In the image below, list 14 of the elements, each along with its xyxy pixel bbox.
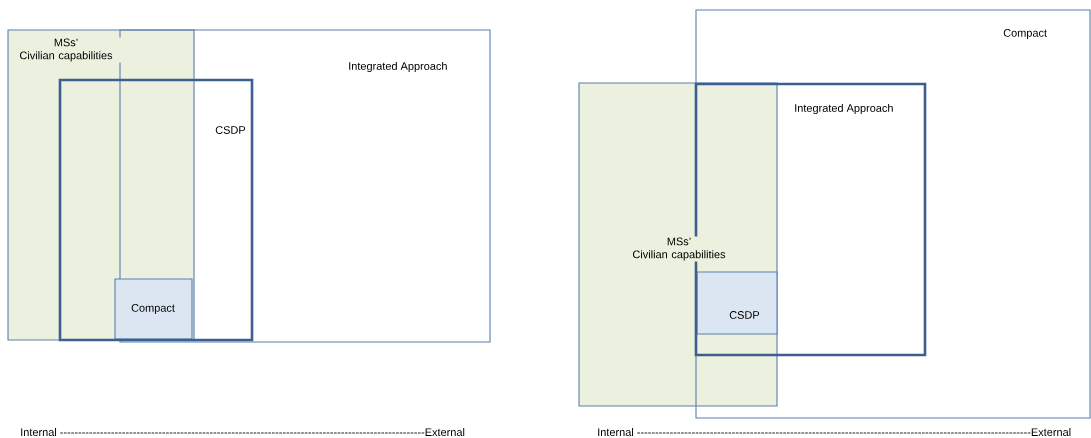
box-label: MSs’ Civilian capabilities bbox=[622, 236, 736, 262]
box bbox=[119, 29, 491, 343]
box-label: Compact bbox=[130, 303, 176, 315]
axis-label: Internal ------------------------------------------------------------------------------------------------------------External bbox=[598, 427, 1071, 436]
box-label: Integrated Approach bbox=[347, 60, 449, 74]
box bbox=[696, 271, 778, 335]
box-label: CSDP bbox=[214, 125, 247, 135]
box bbox=[58, 78, 254, 342]
box-label: Compact bbox=[1002, 28, 1049, 40]
box-label: CSDP bbox=[728, 310, 761, 320]
box-label: MSs’ Civilian capabilities bbox=[9, 37, 123, 63]
axis-label: Internal ----------------------------------------------------------------------------------------------------External bbox=[21, 427, 465, 436]
box bbox=[114, 278, 193, 340]
box-label: Integrated Approach bbox=[793, 102, 895, 116]
